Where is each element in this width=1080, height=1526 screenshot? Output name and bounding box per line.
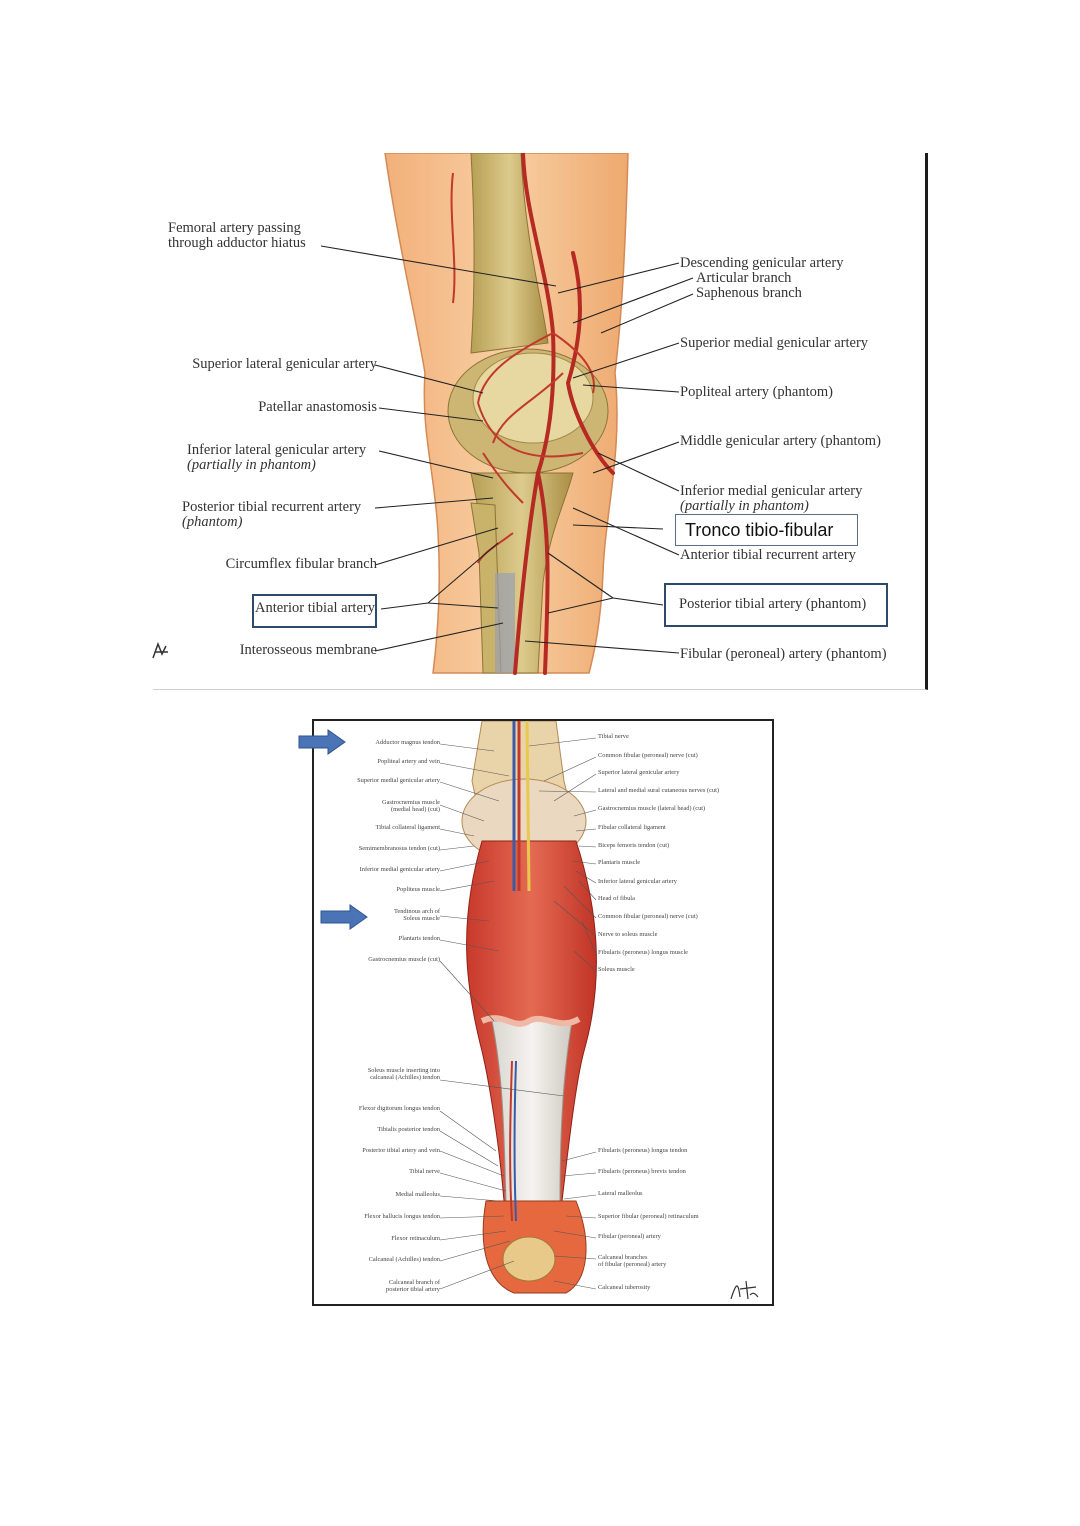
label-superior-medial-genicular-artery: Superior medial genicular artery	[357, 777, 440, 784]
label-calcaneal-branches-fibular: Calcaneal branches of fibular (peroneal)…	[598, 1254, 667, 1268]
label-soleus-muscle: Soleus muscle	[598, 966, 635, 973]
label-tibial-collateral-ligament: Tibial collateral ligament	[375, 824, 440, 831]
label-descending-genicular-artery: Descending genicular artery	[680, 255, 844, 271]
label-circumflex-fibular-branch: Circumflex fibular branch	[225, 556, 377, 572]
label-articular-branch: Articular branch	[696, 270, 792, 286]
label-interosseous-membrane: Interosseous membrane	[239, 642, 377, 658]
label-semimembranosus-tendon: Semimembranosus tendon (cut)	[358, 845, 440, 852]
label-tibial-nerve-right: Tibial nerve	[598, 733, 629, 740]
label-plantaris-tendon: Plantaris tendon	[398, 935, 440, 942]
label-anterior-tibial-artery: Anterior tibial artery	[255, 600, 375, 616]
label-plantaris-muscle: Plantaris muscle	[598, 859, 641, 866]
annotation-box-tronco	[675, 514, 858, 546]
highlight-box-anterior-tibial	[252, 594, 377, 628]
label-posterior-tibial-artery: Posterior tibial artery (phantom)	[679, 596, 867, 612]
label-inferior-lateral-genicular-artery: Inferior lateral genicular artery (parti…	[187, 442, 367, 474]
label-head-of-fibula: Head of fibula	[598, 895, 635, 902]
label-calcaneal-branch-posterior-tibial: Calcaneal branch of posterior tibial art…	[386, 1279, 440, 1293]
label-tibialis-posterior-tendon: Tibialis posterior tendon	[377, 1126, 440, 1133]
label-posterior-tibial-artery-vein: Posterior tibial artery and vein	[362, 1147, 440, 1154]
label-fibular-artery: Fibular (peroneal) artery	[598, 1233, 661, 1240]
label-soleus-inserting: Soleus muscle inserting into calcaneal (…	[367, 1067, 440, 1081]
label-adductor-magnus-tendon: Adductor magnus tendon	[375, 739, 440, 746]
label-common-fibular-nerve-cut-1: Common fibular (peroneal) nerve (cut)	[598, 752, 698, 759]
label-flexor-digitorum-longus-tendon: Flexor digitorum longus tendon	[358, 1105, 440, 1112]
label-flexor-retinaculum: Flexor retinaculum	[391, 1235, 440, 1242]
label-tendinous-arch-soleus: Tendinous arch of Soleus muscle	[393, 908, 440, 922]
label-saphenous-branch: Saphenous branch	[696, 285, 802, 301]
label-gastrocnemius-lateral-head: Gastrocnemius muscle (lateral head) (cut…	[598, 805, 706, 812]
label-flexor-hallucis-longus-tendon: Flexor hallucis longus tendon	[364, 1213, 440, 1220]
label-femoral-artery: Femoral artery passing through adductor …	[168, 220, 306, 252]
label-popliteus-muscle: Popliteus muscle	[396, 886, 441, 893]
label-gastrocnemius-medial-head: Gastrocnemius muscle (medial head) (cut)	[381, 799, 440, 813]
label-biceps-femoris-tendon: Biceps femoris tendon (cut)	[598, 842, 670, 849]
label-medial-malleolus: Medial malleolus	[395, 1191, 440, 1198]
calf-posterior-figure: Adductor magnus tendon Popliteal artery …	[312, 719, 774, 1306]
pointer-arrow-adductor	[298, 729, 346, 755]
annotation-tronco-tibio-fibular: Tronco tibio-fibular	[685, 520, 834, 540]
label-middle-genicular-artery: Middle genicular artery (phantom)	[680, 433, 881, 449]
label-fibular-collateral-ligament: Fibular collateral ligament	[598, 824, 666, 831]
knee-arteries-figure: Femoral artery passing through adductor …	[153, 153, 928, 690]
knee-illustration	[320, 153, 694, 675]
label-superior-lateral-genicular-artery: Superior lateral genicular artery	[598, 769, 680, 776]
label-fibular-peroneal-artery: Fibular (peroneal) artery (phantom)	[680, 646, 887, 662]
label-calcaneal-achilles-tendon: Calcaneal (Achilles) tendon	[368, 1256, 440, 1263]
label-fibularis-brevis-tendon: Fibularis (peroneus) brevis tendon	[598, 1168, 686, 1175]
label-inferior-medial-genicular-artery: Inferior medial genicular artery (partia…	[680, 483, 863, 515]
label-superior-lateral-genicular-artery: Superior lateral genicular artery	[192, 356, 377, 372]
label-inferior-lateral-genicular-artery: Inferior lateral genicular artery	[598, 878, 677, 885]
label-inferior-medial-genicular-artery: Inferior medial genicular artery	[359, 866, 440, 873]
label-anterior-tibial-recurrent-artery: Anterior tibial recurrent artery	[680, 547, 856, 563]
label-sural-cutaneous-nerves: Lateral and medial sural cutaneous nerve…	[598, 787, 720, 794]
label-superior-medial-genicular-artery: Superior medial genicular artery	[680, 335, 869, 351]
label-fibularis-longus-muscle: Fibularis (peroneus) longus muscle	[598, 949, 688, 956]
calf-illustration	[439, 721, 597, 1294]
label-fibularis-longus-tendon: Fibularis (peroneus) longus tendon	[598, 1147, 688, 1154]
label-superior-fibular-retinaculum: Superior fibular (peroneal) retinaculum	[598, 1213, 699, 1220]
label-calcaneal-tuberosity: Calcaneal tuberosity	[598, 1284, 651, 1291]
label-nerve-to-soleus: Nerve to soleus muscle	[598, 931, 658, 938]
highlight-box-posterior-tibial	[664, 583, 888, 627]
label-tibial-nerve-left: Tibial nerve	[409, 1168, 440, 1175]
label-patellar-anastomosis: Patellar anastomosis	[258, 399, 377, 415]
label-posterior-tibial-recurrent-artery: Posterior tibial recurrent artery (phant…	[182, 499, 362, 531]
label-popliteal-artery-vein: Popliteal artery and vein	[377, 758, 440, 765]
label-lateral-malleolus: Lateral malleolus	[598, 1190, 643, 1197]
label-popliteal-artery: Popliteal artery (phantom)	[680, 384, 834, 400]
label-common-fibular-nerve-cut-2: Common fibular (peroneal) nerve (cut)	[598, 913, 698, 920]
label-gastrocnemius-cut: Gastrocnemius muscle (cut)	[368, 956, 440, 963]
pointer-arrow-tendinous-arch	[320, 904, 368, 930]
